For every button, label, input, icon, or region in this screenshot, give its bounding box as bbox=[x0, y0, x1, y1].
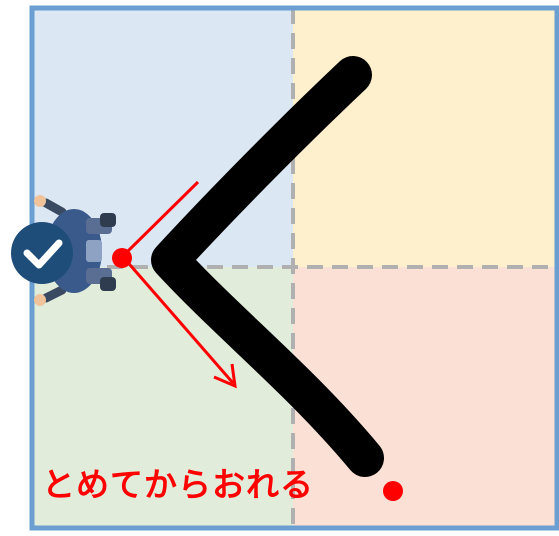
end-point-dot bbox=[383, 481, 403, 501]
checkmark-icon bbox=[11, 222, 73, 284]
quadrant-top-right bbox=[293, 8, 557, 267]
turn-point-dot bbox=[112, 248, 132, 268]
stroke-direction-line bbox=[122, 180, 200, 257]
arrowhead bbox=[213, 363, 237, 389]
character-stroke bbox=[151, 56, 384, 477]
quadrant-bottom-right bbox=[293, 267, 557, 528]
quadrant-bottom-left bbox=[32, 267, 293, 528]
turn-direction-arrow bbox=[122, 257, 235, 384]
instruction-caption: とめてからおれる bbox=[42, 465, 314, 504]
